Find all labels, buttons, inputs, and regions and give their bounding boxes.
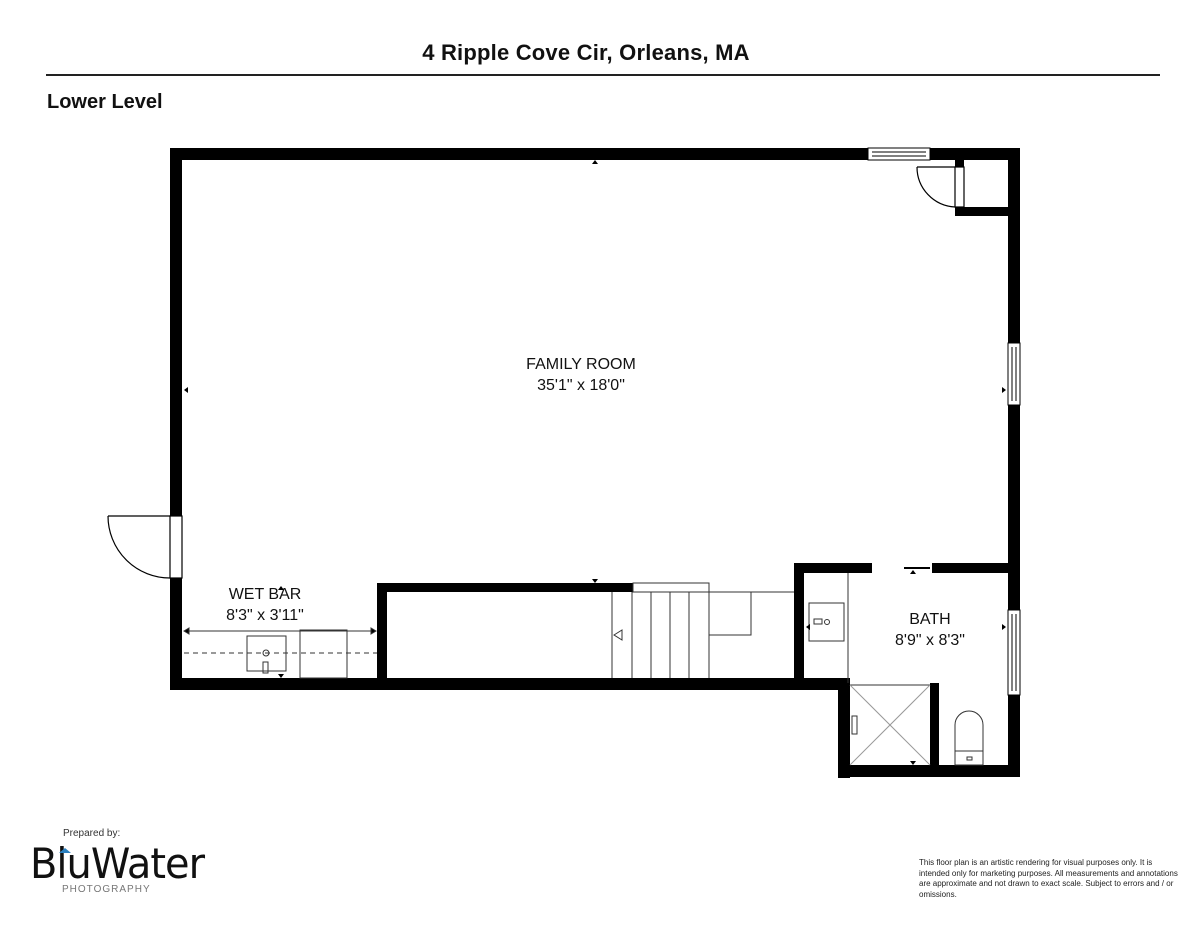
room-bath: BATH 8'9" x 8'3" — [870, 609, 990, 651]
room-name: WET BAR — [228, 586, 302, 603]
disclaimer-text: This floor plan is an artistic rendering… — [919, 858, 1178, 899]
windows — [867, 147, 1021, 696]
logo-accent-icon — [59, 848, 71, 853]
company-logo-subtitle: PHOTOGRAPHY — [62, 884, 151, 895]
room-name: BATH — [909, 611, 951, 628]
prepared-by-label: Prepared by: — [63, 828, 121, 839]
walls — [170, 148, 1020, 778]
page-title: 4 Ripple Cove Cir, Orleans, MA — [422, 40, 750, 65]
wet-bar-fixtures — [183, 627, 377, 679]
room-family-room: FAMILY ROOM 35'1" x 18'0" — [481, 354, 681, 396]
level-label: Lower Level — [47, 91, 163, 113]
stairs — [611, 582, 794, 678]
bath-fixtures — [808, 573, 984, 766]
room-wet-bar: WET BAR 8'3" x 3'11" — [199, 584, 331, 626]
markers — [184, 160, 1006, 765]
title-divider — [46, 74, 1160, 76]
doors — [107, 166, 965, 579]
room-dimensions: 8'9" x 8'3" — [895, 632, 965, 649]
company-logo: BluWater — [30, 839, 205, 888]
room-dimensions: 35'1" x 18'0" — [537, 377, 625, 394]
room-name: FAMILY ROOM — [526, 356, 636, 373]
room-dimensions: 8'3" x 3'11" — [226, 607, 304, 624]
